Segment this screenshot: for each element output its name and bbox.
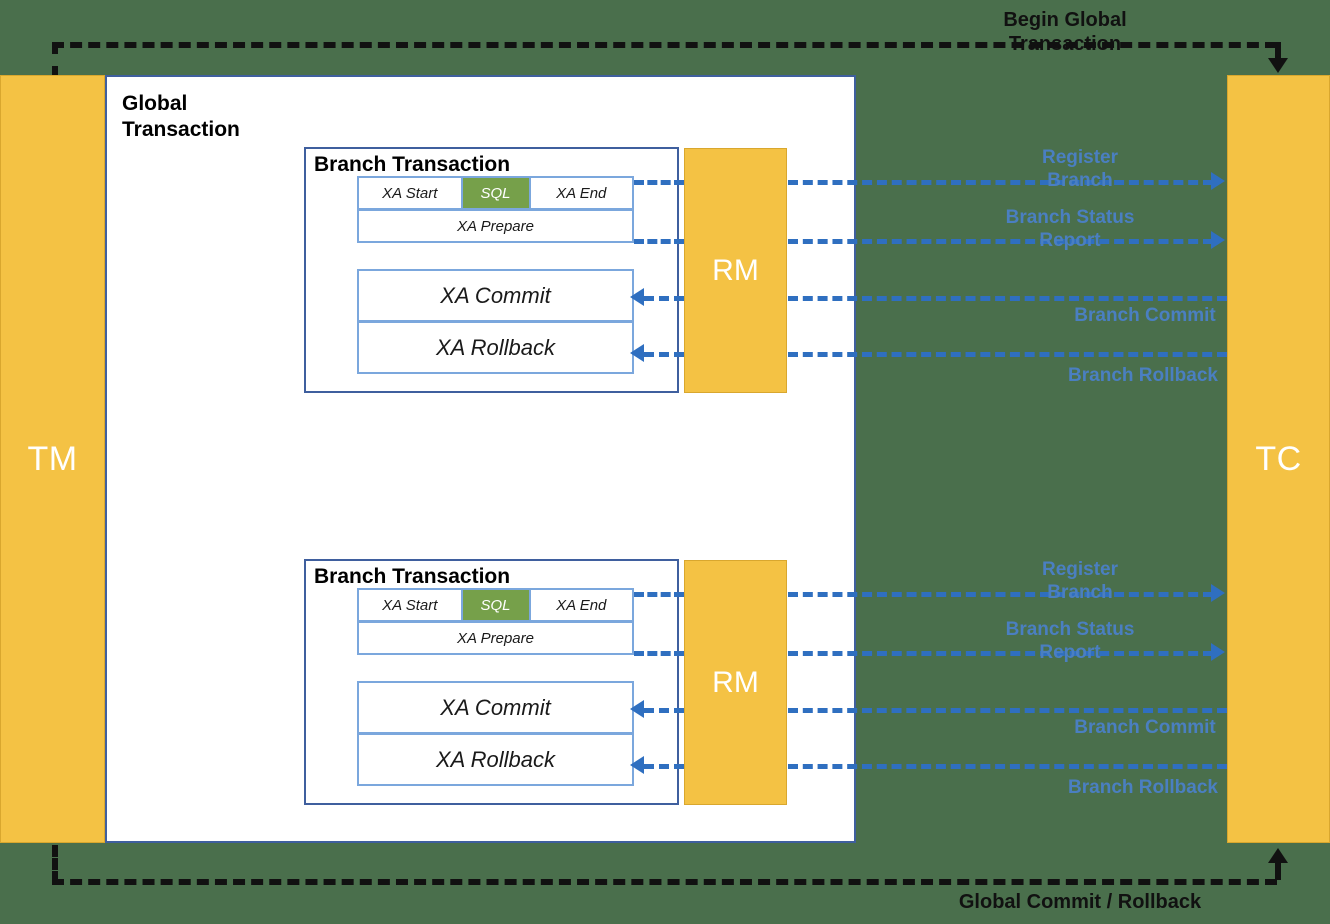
branch-rollback-label-2: Branch Rollback xyxy=(1048,776,1238,799)
actor-column-tm[interactable]: TM xyxy=(0,75,105,843)
branch-status-report-line-outer-2 xyxy=(788,651,1213,656)
branch-commit-line-outer-2 xyxy=(788,708,1227,713)
global-transaction-title-line1: Global xyxy=(122,92,188,115)
register-branch-label-2: Register Branch xyxy=(985,558,1175,604)
begin-global-transaction-line-vertical-left xyxy=(52,42,58,78)
branch-commit-arrowhead-2 xyxy=(630,700,644,718)
branch-transaction-box-2: Branch Transaction XA Start SQL XA End X… xyxy=(304,559,679,805)
branch-commit-label-1-line1: Branch Commit xyxy=(1074,305,1216,326)
branch-status-report-label-1: Branch Status Report xyxy=(975,206,1165,252)
branch-status-report-label-1-line2: Report xyxy=(1039,230,1101,252)
actor-label-tc: TC xyxy=(1255,439,1302,478)
register-branch-label-1: Register Branch xyxy=(985,146,1175,192)
branch-commit-line-inner-2 xyxy=(644,708,684,713)
global-commit-rollback-label: Global Commit / Rollback xyxy=(958,891,1202,913)
xa-execute-row-2: XA Start SQL XA End xyxy=(357,588,634,622)
branch-transaction-box-1: Branch Transaction XA Start SQL XA End X… xyxy=(304,147,679,393)
xa-commit-row-1[interactable]: XA Commit xyxy=(357,269,634,322)
branch-commit-label-2-line1: Branch Commit xyxy=(1074,717,1216,738)
xa-commit-row-2[interactable]: XA Commit xyxy=(357,681,634,734)
branch-status-report-label-2: Branch Status Report xyxy=(975,618,1165,664)
branch-rollback-arrowhead-2 xyxy=(630,756,644,774)
sql-cell-1[interactable]: SQL xyxy=(460,178,531,208)
branch-transaction-title-1: Branch Transaction xyxy=(314,153,511,176)
branch-rollback-label-1: Branch Rollback xyxy=(1048,364,1238,387)
branch-commit-line-outer-1 xyxy=(788,296,1227,301)
global-commit-rollback-line-vertical-left xyxy=(52,845,58,883)
branch-commit-arrowhead-1 xyxy=(630,288,644,306)
xa-start-cell-2[interactable]: XA Start xyxy=(382,596,438,614)
branch-status-report-label-2-line1: Branch Status xyxy=(1005,619,1135,640)
actor-column-rm-1[interactable]: RM xyxy=(684,148,787,393)
begin-global-transaction-arrowhead xyxy=(1268,58,1288,73)
xa-prepare-label-1: XA Prepare xyxy=(457,217,534,235)
xa-rollback-label-2: XA Rollback xyxy=(435,746,555,772)
branch-rollback-line-outer-1 xyxy=(788,352,1227,357)
register-branch-label-2-line1: Register xyxy=(1041,559,1119,580)
branch-status-report-line-outer-1 xyxy=(788,239,1213,244)
xa-commit-label-2: XA Commit xyxy=(440,694,551,720)
global-commit-rollback-line-horizontal xyxy=(52,879,1277,885)
xa-end-cell-2[interactable]: XA End xyxy=(556,596,607,614)
xa-commit-label-1: XA Commit xyxy=(440,282,551,308)
branch-status-report-label-2-line2: Report xyxy=(1039,642,1101,664)
branch-status-report-label-1-line1: Branch Status xyxy=(1005,207,1135,228)
global-commit-rollback-line-vertical-right xyxy=(1275,862,1281,880)
global-transaction-title: Global Transaction xyxy=(122,91,282,143)
branch-status-report-line-inner-2 xyxy=(634,651,684,656)
branch-commit-label-2: Branch Commit xyxy=(1050,716,1240,739)
actor-column-rm-2[interactable]: RM xyxy=(684,560,787,805)
branch-status-report-arrowhead-1 xyxy=(1211,231,1225,249)
xa-execute-row-1: XA Start SQL XA End xyxy=(357,176,634,210)
register-branch-label-2-line2: Branch xyxy=(1047,582,1113,604)
xa-rollback-label-1: XA Rollback xyxy=(435,334,555,360)
xa-prepare-row-2[interactable]: XA Prepare xyxy=(357,621,634,655)
begin-global-transaction-line-horizontal xyxy=(52,42,1277,48)
xa-rollback-row-1[interactable]: XA Rollback xyxy=(357,321,634,374)
begin-global-transaction-label-line2: Transaction xyxy=(1008,33,1122,55)
branch-rollback-label-1-line1: Branch Rollback xyxy=(1068,365,1218,386)
branch-rollback-arrowhead-1 xyxy=(630,344,644,362)
branch-commit-label-1: Branch Commit xyxy=(1050,304,1240,327)
sql-cell-2[interactable]: SQL xyxy=(460,590,531,620)
begin-global-transaction-line-vertical-right xyxy=(1275,42,1281,60)
branch-rollback-line-inner-2 xyxy=(644,764,684,769)
register-branch-arrowhead-2 xyxy=(1211,584,1225,602)
branch-status-report-arrowhead-2 xyxy=(1211,643,1225,661)
register-branch-label-1-line1: Register xyxy=(1041,147,1119,168)
branch-rollback-line-outer-2 xyxy=(788,764,1227,769)
xa-rollback-row-2[interactable]: XA Rollback xyxy=(357,733,634,786)
global-commit-rollback-arrowhead xyxy=(1268,848,1288,863)
branch-rollback-label-2-line1: Branch Rollback xyxy=(1068,777,1218,798)
begin-global-transaction-label: Begin Global Transaction xyxy=(975,8,1155,56)
xa-start-cell-1[interactable]: XA Start xyxy=(382,184,438,202)
branch-commit-line-inner-1 xyxy=(644,296,684,301)
register-branch-line-outer-2 xyxy=(788,592,1213,597)
begin-global-transaction-label-line1: Begin Global xyxy=(1003,9,1127,31)
actor-label-rm-1: RM xyxy=(712,253,759,287)
branch-status-report-line-inner-1 xyxy=(634,239,684,244)
actor-column-tc[interactable]: TC xyxy=(1227,75,1330,843)
register-branch-line-inner-2 xyxy=(634,592,684,597)
actor-label-rm-2: RM xyxy=(712,665,759,699)
xa-end-cell-1[interactable]: XA End xyxy=(556,184,607,202)
xa-prepare-row-1[interactable]: XA Prepare xyxy=(357,209,634,243)
branch-rollback-line-inner-1 xyxy=(644,352,684,357)
register-branch-line-inner-1 xyxy=(634,180,684,185)
register-branch-line-outer-1 xyxy=(788,180,1213,185)
branch-transaction-title-2: Branch Transaction xyxy=(314,565,511,588)
register-branch-label-1-line2: Branch xyxy=(1047,170,1113,192)
register-branch-arrowhead-1 xyxy=(1211,172,1225,190)
xa-prepare-label-2: XA Prepare xyxy=(457,629,534,647)
actor-label-tm: TM xyxy=(27,439,78,478)
global-transaction-title-line2: Transaction xyxy=(122,118,240,142)
